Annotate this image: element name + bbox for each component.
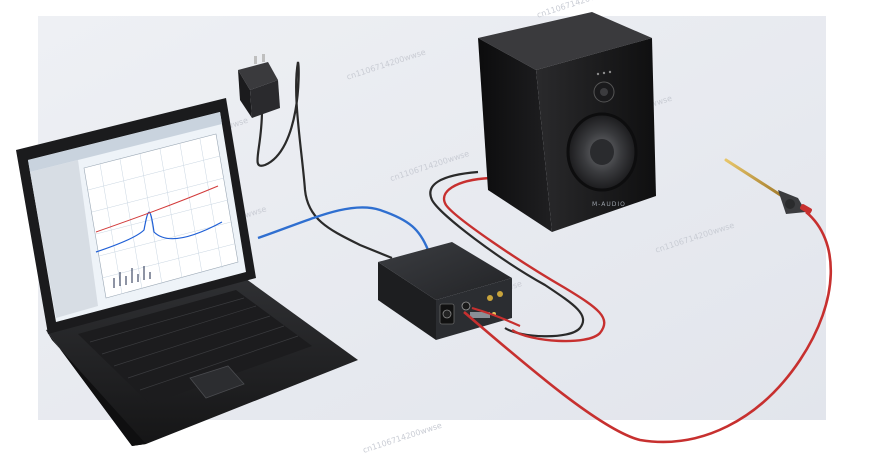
spectrum-bars — [113, 266, 151, 288]
input-jack — [461, 301, 471, 311]
output-jack — [487, 295, 493, 301]
keyboard-keys — [89, 297, 299, 391]
phase-curve — [95, 185, 219, 233]
watermark: cn1106714200wwse — [362, 421, 443, 455]
studio-monitor-speaker: M-AUDIO — [478, 12, 656, 232]
audio-interface-box — [378, 242, 512, 340]
speaker-cable-black — [429, 170, 585, 338]
touchpad — [189, 365, 245, 399]
laptop — [16, 98, 358, 446]
measurement-probe — [724, 158, 812, 214]
speaker-cable-red — [443, 176, 606, 343]
power-adapter — [238, 54, 280, 118]
probe-cable — [463, 210, 833, 444]
graph-grid — [87, 138, 235, 295]
power-cable — [256, 61, 393, 260]
output-jack — [497, 291, 503, 297]
usb-cable — [257, 206, 430, 251]
speaker-brand: M-AUDIO — [592, 201, 626, 208]
